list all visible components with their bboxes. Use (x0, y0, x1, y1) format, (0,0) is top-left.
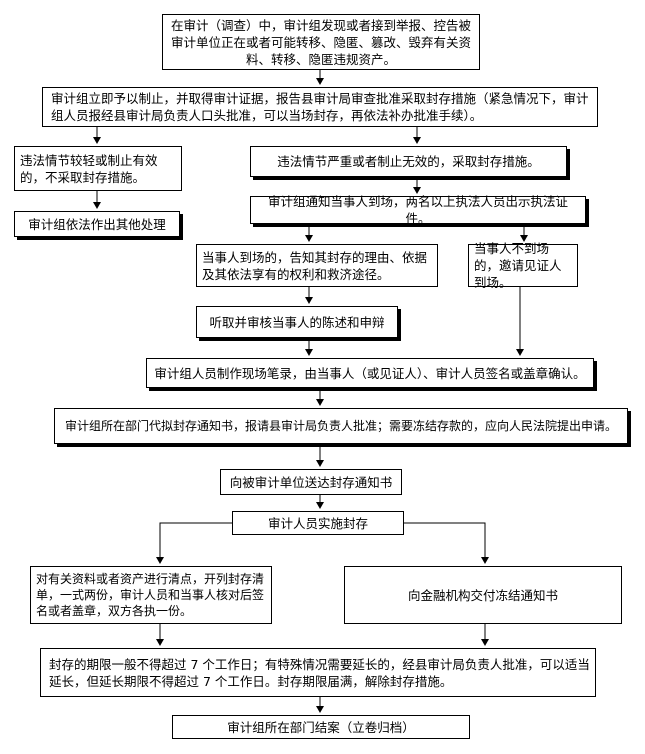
step-serious-case: 违法情节严重或者制止无效的，采取封存措施。 (250, 146, 567, 177)
step-inventory-text: 对有关资料或者资产进行清点，开列封存清单，一式两份，审计人员和当事人核对后签名或… (36, 572, 265, 618)
step-deliver-notice: 向被审计单位送达封存通知书 (220, 469, 402, 495)
step-other-handling-text: 审计组依法作出其他处理 (28, 216, 166, 232)
step-implement-seal-text: 审计人员实施封存 (267, 515, 368, 531)
step-implement-seal: 审计人员实施封存 (232, 511, 404, 535)
step-party-present: 当事人到场的，告知其封存的理由、依据及其依法享有的权利和救济途径。 (196, 244, 438, 287)
step-on-site-record-text: 审计组人员制作现场笔录，由当事人（或见证人）、审计人员签名或盖章确认。 (154, 365, 586, 381)
step-hear-statement: 听取并审核当事人的陈述和申辩 (196, 306, 398, 338)
step-stop-and-approve-text: 审计组立即予以制止，并取得审计证据，报告县审计局审查批准采取封存措施（紧急情况下… (51, 91, 589, 123)
step-party-present-text: 当事人到场的，告知其封存的理由、依据及其依法享有的权利和救济途径。 (202, 249, 428, 282)
arrow-implement-to-freeze (404, 522, 489, 564)
step-minor-case-text: 违法情节较轻或制止有效的，不采取封存措施。 (20, 152, 158, 185)
step-notify-party-text: 审计组通知当事人到场，两名以上执法人员出示执法证件。 (267, 194, 568, 226)
step-start: 在审计（调查）中，审计组发现或者接到举报、控告被审计单位正在或者可能转移、隐匿、… (162, 14, 480, 70)
step-freeze-notice: 向金融机构交付冻结通知书 (344, 566, 622, 624)
step-start-text: 在审计（调查）中，审计组发现或者接到举报、控告被审计单位正在或者可能转移、隐匿、… (170, 17, 471, 67)
step-minor-case: 违法情节较轻或制止有效的，不采取封存措施。 (14, 146, 182, 191)
step-close-case-text: 审计组所在部门结案（立卷归档） (227, 719, 415, 735)
step-other-handling: 审计组依法作出其他处理 (14, 211, 180, 237)
step-deliver-notice-text: 向被审计单位送达封存通知书 (229, 474, 393, 490)
step-serious-case-text: 违法情节严重或者制止无效的，采取封存措施。 (277, 154, 540, 169)
step-freeze-notice-text: 向金融机构交付冻结通知书 (407, 587, 558, 603)
step-draft-notice: 审计组所在部门代拟封存通知书，报请县审计局负责人批准；需要冻结存款的，应向人民法… (54, 408, 628, 444)
step-notify-party: 审计组通知当事人到场，两名以上执法人员出示执法证件。 (250, 194, 586, 226)
step-time-limit: 封存的期限一般不得超过 7 个工作日；有特殊情况需要延长的，经县审计局负责人批准… (40, 648, 596, 697)
step-inventory: 对有关资料或者资产进行清点，开列封存清单，一式两份，审计人员和当事人核对后签名或… (30, 566, 272, 624)
step-on-site-record: 审计组人员制作现场笔录，由当事人（或见证人）、审计人员签名或盖章确认。 (146, 358, 594, 388)
step-hear-statement-text: 听取并审核当事人的陈述和申辩 (209, 314, 385, 330)
step-stop-and-approve: 审计组立即予以制止，并取得审计证据，报告县审计局审查批准采取封存措施（紧急情况下… (42, 87, 598, 127)
step-draft-notice-text: 审计组所在部门代拟封存通知书，报请县审计局负责人批准；需要冻结存款的，应向人民法… (64, 418, 617, 433)
arrow-implement-to-inventory (156, 522, 232, 564)
step-time-limit-text: 封存的期限一般不得超过 7 个工作日；有特殊情况需要延长的，经县审计局负责人批准… (49, 656, 590, 689)
step-party-absent-text: 当事人不到场的，邀请见证人到场。 (474, 241, 562, 290)
step-close-case: 审计组所在部门结案（立卷归档） (172, 715, 470, 739)
step-party-absent: 当事人不到场的，邀请见证人到场。 (468, 241, 578, 290)
